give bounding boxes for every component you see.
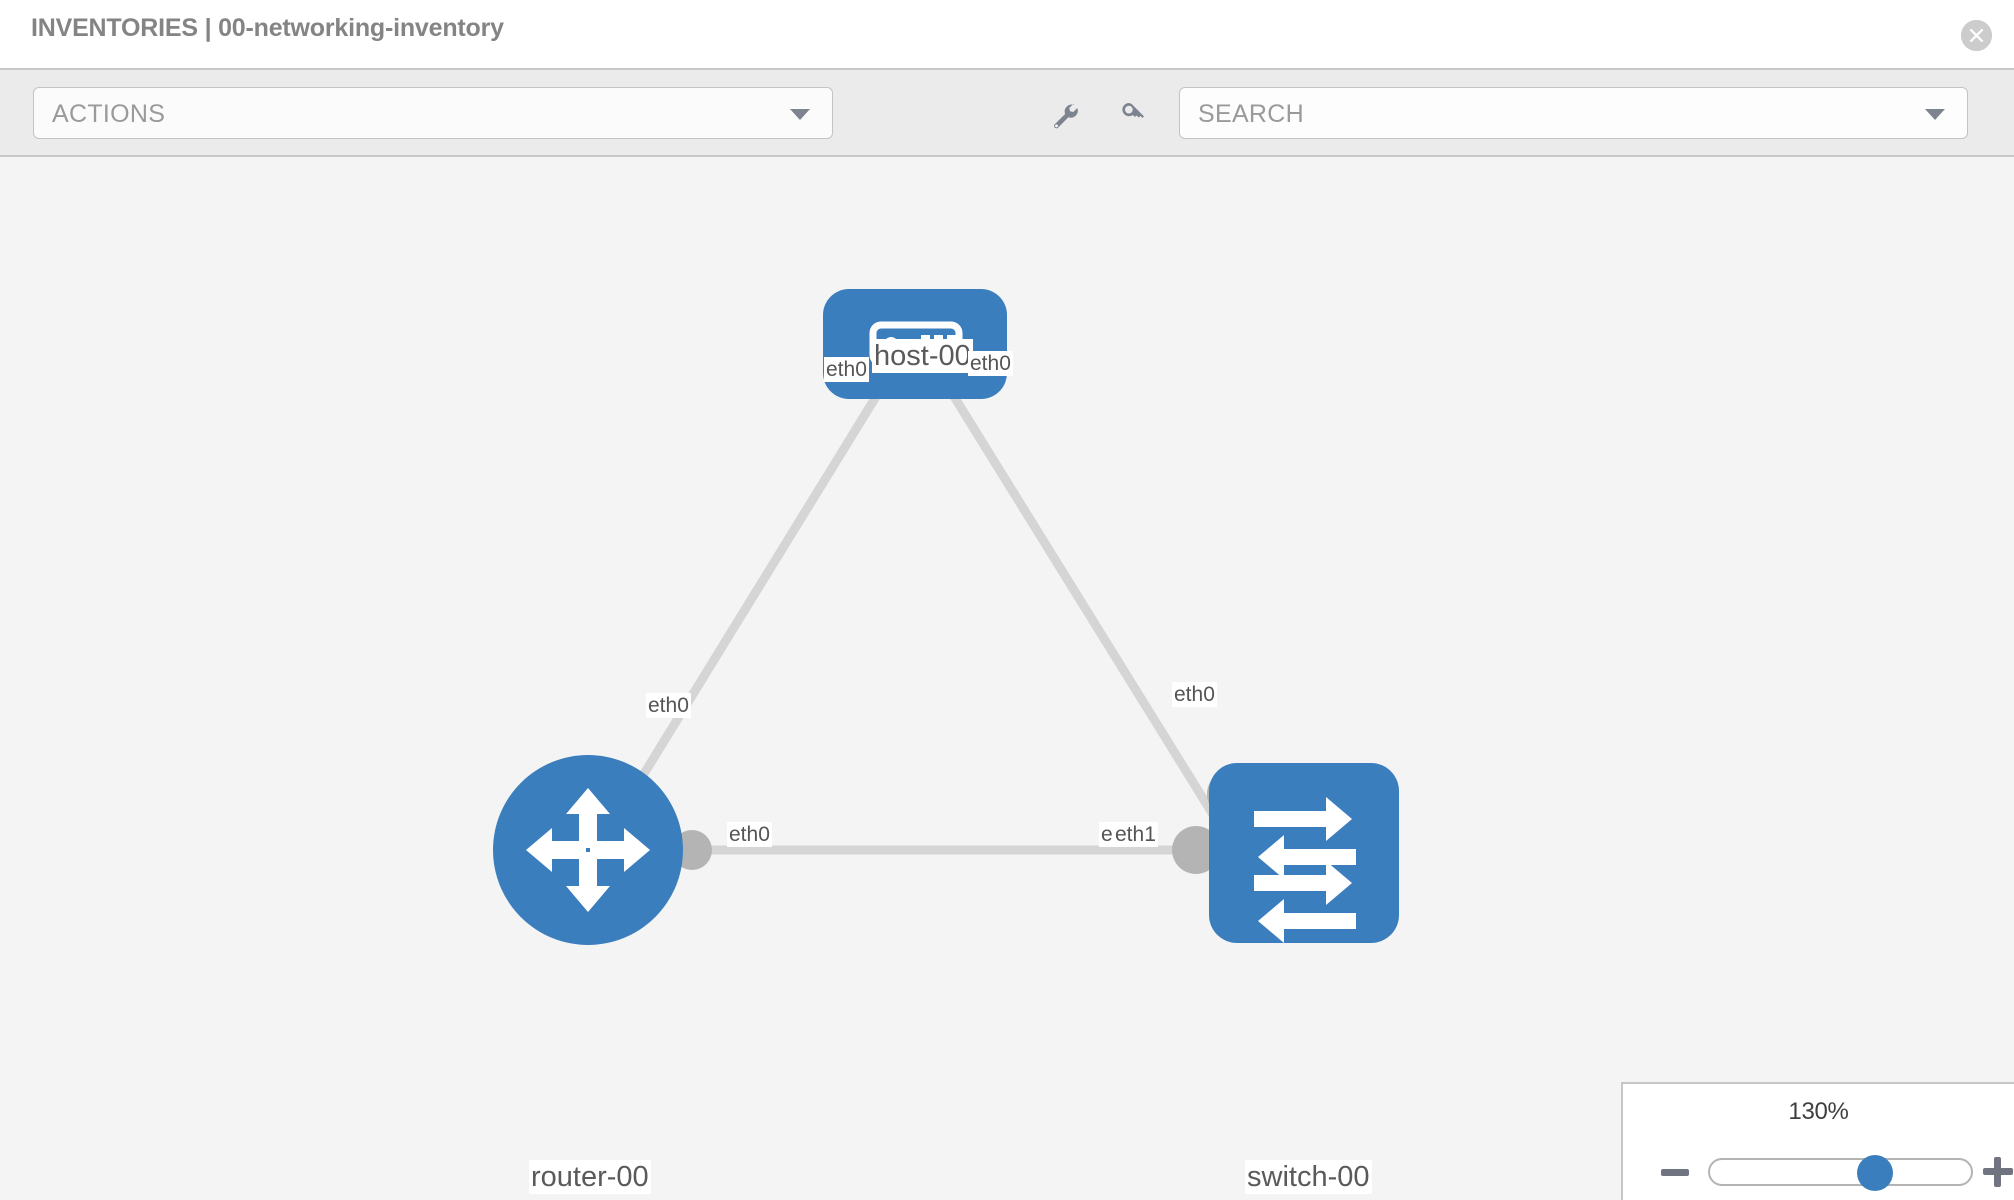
zoom-slider-thumb[interactable] [1857,1155,1893,1191]
chevron-down-icon [790,109,810,120]
close-icon[interactable] [1961,20,1992,51]
edge-label-host-right-eth0: eth0 [968,351,1013,376]
edge-host-switch [940,377,1227,834]
chevron-down-icon [1925,109,1945,120]
edge-label-host-left-eth0: eth0 [824,357,869,382]
zoom-percent-label: 130% [1788,1098,1849,1125]
switch-bidirectional-arrows-icon [1254,797,1356,943]
connector-switch-left [1172,826,1220,874]
connector-group [672,351,1255,874]
wrench-icon[interactable] [1049,100,1079,130]
topology-canvas[interactable]: host-00 router-00 switch-00 eth0 eth0 et… [0,157,2014,1200]
zoom-slider-track[interactable] [1708,1155,1973,1191]
actions-dropdown[interactable]: ACTIONS [33,87,833,139]
page-header: INVENTORIES | 00-networking-inventory [0,0,2014,68]
zoom-out-button[interactable] [1661,1169,1689,1176]
page-title: INVENTORIES | 00-networking-inventory [31,14,504,42]
search-input[interactable]: SEARCH [1179,87,1968,139]
edge-label-router-up-eth0: eth0 [646,693,691,718]
node-router-00 [493,755,683,945]
edge-host-router [605,377,890,834]
router-four-arrows-icon [526,788,650,912]
toolbar: ACTIONS SEARCH [0,68,2014,157]
node-router-00-shape [493,755,683,945]
node-switch-00 [1209,763,1399,943]
edge-label-switch-left-eth1: eth1 [1113,822,1158,847]
search-placeholder: SEARCH [1198,100,1304,128]
key-icon[interactable] [1117,100,1147,130]
edge-group [605,377,1227,855]
zoom-in-button[interactable] [1983,1157,2013,1187]
edge-label-router-right-eth0: eth0 [727,822,772,847]
edge-label-switch-up-eth0: eth0 [1172,682,1217,707]
node-label-host-00: host-00 [872,339,973,373]
node-label-switch-00: switch-00 [1245,1160,1372,1194]
actions-dropdown-label: ACTIONS [52,100,166,128]
zoom-control-panel: 130% [1621,1082,2014,1200]
node-label-router-00: router-00 [529,1160,651,1194]
